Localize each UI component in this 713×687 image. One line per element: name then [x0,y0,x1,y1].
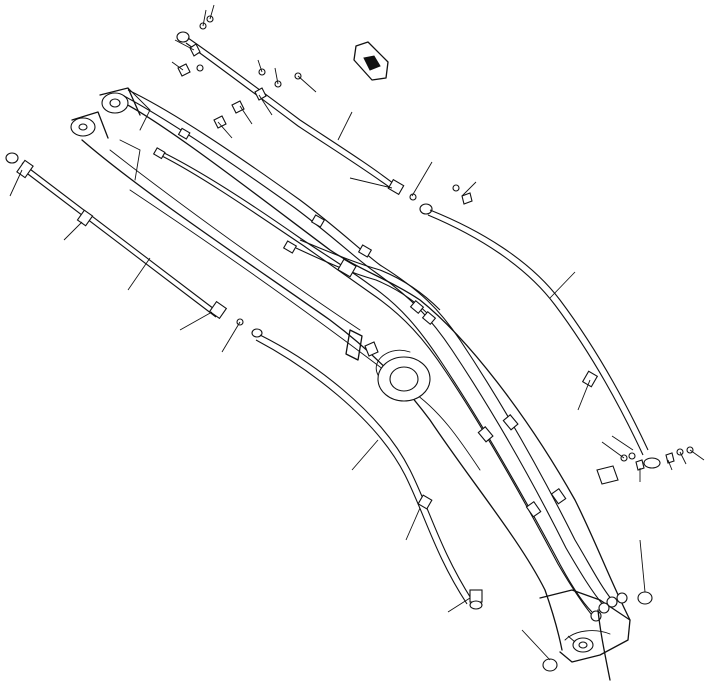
hardware-parts [177,15,694,672]
right-pipe-assembly [419,203,661,469]
left-pipe-assembly [5,152,244,326]
hose-bundle [123,89,628,681]
boom-body [70,87,631,663]
lower-pipe-assembly [251,328,483,610]
leader-lines [9,4,705,661]
upper-pipe-assembly [176,31,417,201]
